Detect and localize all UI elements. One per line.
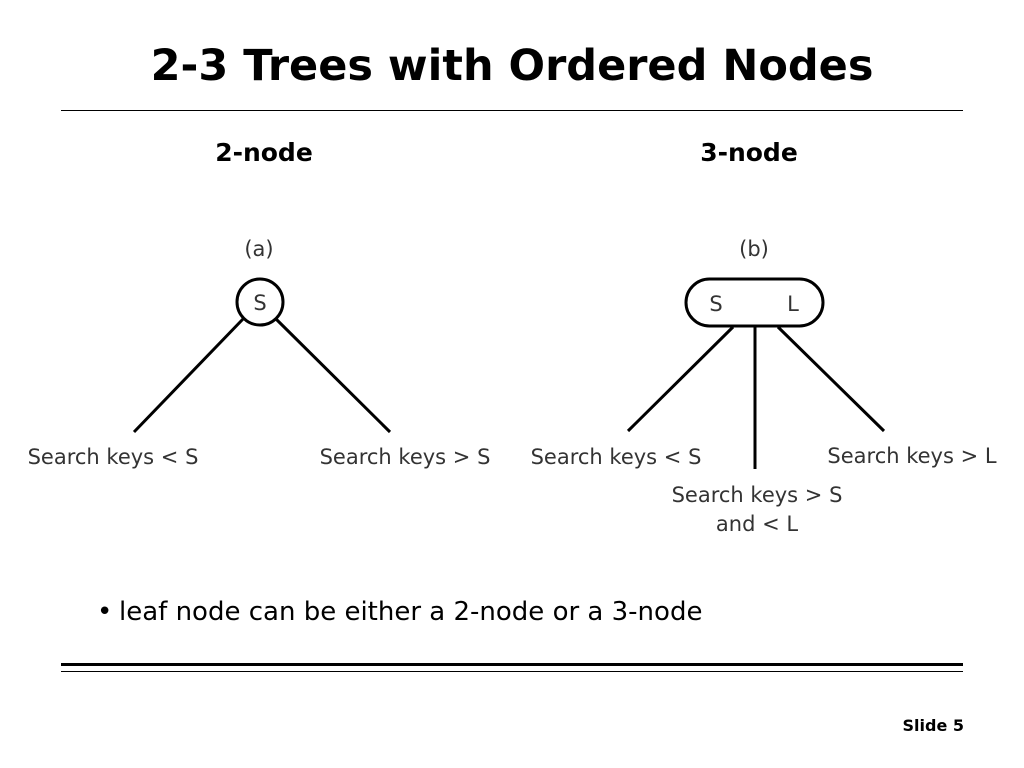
diagram-b-middle-label-line2: and < L	[716, 512, 798, 536]
left-child-edge	[132, 317, 245, 434]
right-child-edge	[274, 317, 392, 434]
two-node-circle	[235, 277, 285, 327]
two-node-key: S	[253, 291, 266, 315]
footer-divider-thin	[61, 671, 963, 672]
diagram-b-caption: (b)	[739, 237, 769, 261]
diagram-a-left-label: Search keys < S	[28, 445, 199, 469]
diagram-a-caption: (a)	[244, 237, 273, 261]
three-node-heading: 3-node	[700, 138, 798, 167]
two-node-heading: 2-node	[215, 138, 313, 167]
slide-number: Slide 5	[902, 716, 965, 735]
bullet-marker: •	[97, 597, 113, 627]
footer-divider-thick	[61, 663, 963, 666]
diagram-a-right-label: Search keys > S	[320, 445, 491, 469]
diagram-b-left-label: Search keys < S	[531, 445, 702, 469]
left-child-edge	[626, 325, 735, 433]
right-child-edge	[776, 325, 886, 433]
diagram-b-right-label: Search keys > L	[827, 444, 996, 468]
slide-title: 2-3 Trees with Ordered Nodes	[150, 41, 874, 91]
three-node-large-key: L	[787, 292, 799, 316]
three-node-diagram: (b) S L Search keys < S Search keys > L …	[531, 237, 997, 536]
three-node-box	[684, 277, 825, 328]
diagram-b-middle-label-line1: Search keys > S	[672, 483, 843, 507]
two-node-diagram: (a) S Search keys < S Search keys > S	[28, 237, 491, 469]
bullet-text: leaf node can be either a 2-node or a 3-…	[119, 597, 703, 627]
bullet-item: •leaf node can be either a 2-node or a 3…	[97, 595, 702, 629]
title-divider	[61, 110, 963, 111]
three-node-small-key: S	[709, 292, 722, 316]
